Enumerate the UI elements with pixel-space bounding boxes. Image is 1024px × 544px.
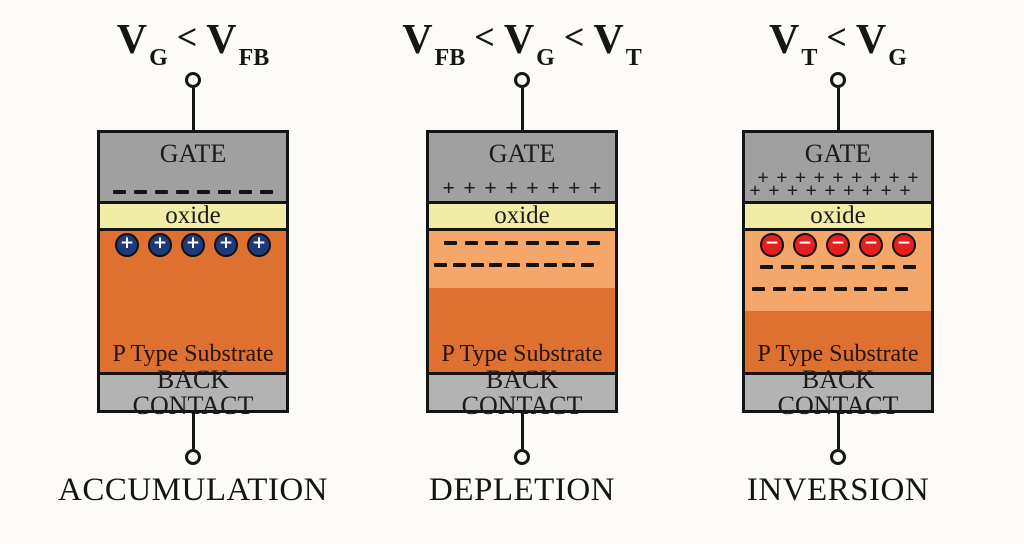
depletion-band [429, 230, 615, 288]
back-contact-layer: BACK CONTACT [745, 366, 931, 418]
gate-terminal-circle [185, 72, 201, 88]
gate-wire [836, 88, 840, 130]
back-terminal-circle [185, 449, 201, 465]
oxide-label: oxide [810, 201, 866, 229]
gate-layer: GATE ++++++++++++++++++ [745, 133, 931, 203]
substrate-layer: P Type Substrate [429, 230, 615, 372]
back-wire [520, 413, 524, 449]
state-label-inversion: INVERSION [746, 472, 930, 508]
state-label-accumulation: ACCUMULATION [58, 472, 328, 508]
gate-wire [520, 88, 524, 130]
substrate-layer: +++++ P Type Substrate [100, 230, 286, 372]
mos-stack: GATE ++++++++++++++++++ oxide −−−−− P Ty… [742, 130, 934, 418]
gate-charge-row: ++++++++ [442, 175, 602, 201]
substrate-charge-rows [745, 264, 931, 309]
gate-terminal-circle [830, 72, 846, 88]
back-contact-label: BACK CONTACT [777, 364, 899, 420]
gate-wire [191, 88, 195, 130]
hole-carriers: +++++ [100, 232, 286, 257]
back-contact-label: BACK CONTACT [132, 364, 254, 420]
substrate-label: P Type Substrate [112, 341, 274, 367]
back-contact-layer: BACK CONTACT [429, 366, 615, 418]
back-wire [836, 413, 840, 449]
substrate-label: P Type Substrate [441, 341, 603, 367]
substrate-label: P Type Substrate [757, 341, 919, 367]
back-wire [191, 413, 195, 449]
electron-carriers: −−−−− [745, 232, 931, 257]
substrate-charge-rows [429, 240, 615, 285]
state-label-depletion: DEPLETION [429, 472, 615, 508]
oxide-label: oxide [165, 201, 221, 229]
mos-stack: GATE oxide +++++ P Type Substrate BACK C… [97, 130, 289, 418]
oxide-layer: oxide [429, 201, 615, 231]
mos-stack: GATE ++++++++ oxide P Type Substrate BAC… [426, 130, 618, 418]
back-contact-layer: BACK CONTACT [100, 366, 286, 418]
gate-charge-rows: ++++++++++++++++++ [749, 167, 919, 203]
oxide-layer: oxide [745, 201, 931, 231]
back-terminal-circle [830, 449, 846, 465]
oxide-layer: oxide [100, 201, 286, 231]
gate-layer: GATE ++++++++ [429, 133, 615, 202]
substrate-layer: −−−−− P Type Substrate [745, 230, 931, 372]
back-terminal-circle [514, 449, 530, 465]
gate-layer: GATE [100, 133, 286, 202]
gate-charge-row [100, 189, 286, 201]
back-contact-label: BACK CONTACT [461, 364, 583, 420]
gate-label: GATE [159, 139, 227, 168]
gate-label: GATE [488, 139, 556, 168]
oxide-label: oxide [494, 201, 550, 229]
gate-label: GATE [804, 139, 872, 168]
gate-terminal-circle [514, 72, 530, 88]
